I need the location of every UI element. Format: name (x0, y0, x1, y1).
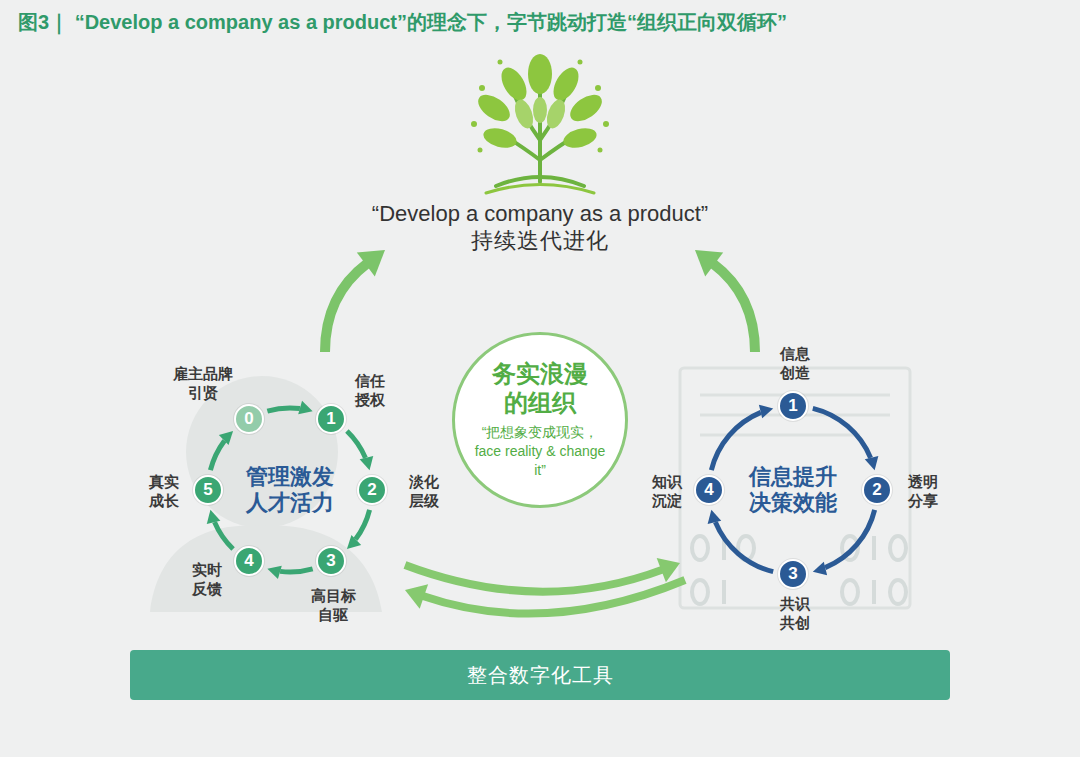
binary-pattern (692, 536, 906, 604)
connector (347, 510, 370, 549)
cycle-arc (356, 510, 370, 539)
step-number: 3 (788, 564, 797, 584)
step-label: 共识共创 (779, 595, 811, 633)
arrow-head (695, 250, 723, 276)
hub-text: 管理激发人才活力 (244, 464, 336, 517)
arrow-head (357, 250, 385, 276)
step-circle: 4实时反馈 (234, 546, 264, 576)
step-label: 透明分享 (907, 473, 939, 511)
cycle-arc (711, 412, 760, 470)
arrow-head (347, 535, 361, 549)
arrow-head (298, 401, 312, 414)
cycle-arc (210, 441, 224, 470)
step-label: 雇主品牌引贤 (172, 365, 234, 403)
tree-icon (471, 54, 609, 193)
cycle-arc (215, 522, 234, 549)
step-circle: 4知识沉淀 (694, 475, 724, 505)
bar-text: 整合数字化工具 (467, 662, 614, 689)
step-label: 淡化层级 (408, 473, 440, 511)
connector (708, 510, 774, 572)
step-label: 真实成长 (148, 473, 180, 511)
connector (267, 566, 312, 579)
connector (325, 250, 385, 352)
cycle-arc (825, 510, 874, 568)
person-silhouette (150, 376, 382, 612)
core-heading: 务实浪漫的组织 (490, 360, 591, 418)
step-label: 实时反馈 (191, 561, 223, 599)
arrow-head (219, 431, 233, 445)
step-number: 3 (326, 551, 335, 571)
arrow-head (405, 584, 428, 609)
step-number: 1 (788, 396, 797, 416)
step-circle: 5真实成长 (193, 475, 223, 505)
arrow-head (360, 456, 374, 470)
goal-node: “Develop a company as a product”持续迭代进化 (372, 201, 708, 256)
step-number: 1 (326, 409, 335, 429)
step-circle: 3共识共创 (778, 559, 808, 589)
step-circle: 1信任授权 (316, 404, 346, 434)
goal-slogan: “Develop a company as a product” (372, 201, 708, 227)
step-circle: 0雇主品牌引贤 (234, 404, 264, 434)
step-label: 高目标自驱 (310, 587, 357, 625)
arrow-head (207, 510, 221, 524)
cycle-arc (715, 522, 773, 571)
arrow-head (759, 405, 773, 419)
connector (695, 250, 755, 352)
cycle-hub: 信息提升决策效能 (747, 464, 839, 517)
cycle-arc (267, 408, 300, 411)
connector (347, 431, 373, 470)
document-icon (680, 368, 910, 608)
arrow-head (813, 562, 827, 576)
flow-arrow (713, 263, 755, 352)
flow-arrow (405, 565, 663, 592)
step-number: 4 (244, 551, 253, 571)
connector (405, 580, 685, 614)
step-circle: 1信息创造 (778, 391, 808, 421)
core-circle: 务实浪漫的组织“把想象变成现实，face reality & change it… (452, 332, 628, 508)
connector (813, 510, 875, 576)
flow-arrow (325, 263, 367, 352)
cycle-arc (280, 569, 313, 572)
step-number: 2 (367, 480, 376, 500)
cycle-hub: 管理激发人才活力 (244, 464, 336, 517)
cycle-arc (813, 408, 871, 457)
connector (405, 558, 680, 592)
core-quote: “把想象变成现实，face reality & change it” (470, 423, 610, 480)
hub-text: 信息提升决策效能 (747, 464, 839, 517)
step-number: 5 (203, 480, 212, 500)
step-label: 信任授权 (354, 372, 386, 410)
arrow-head (267, 566, 281, 579)
connector (207, 510, 233, 549)
step-number: 0 (244, 409, 253, 429)
cycle-arc (347, 431, 366, 458)
arrow-head (865, 456, 879, 470)
connector (267, 401, 312, 414)
step-circle: 3高目标自驱 (316, 546, 346, 576)
step-label: 信息创造 (779, 345, 811, 383)
goal-subtitle: 持续迭代进化 (372, 227, 708, 256)
connector (813, 408, 879, 470)
arrow-head (657, 558, 680, 582)
figure-title: 图3｜ “Develop a company as a product”的理念下… (18, 9, 787, 36)
step-label: 知识沉淀 (651, 473, 683, 511)
connector (711, 405, 773, 471)
connector (210, 431, 233, 470)
base-bar: 整合数字化工具 (130, 650, 950, 700)
arrow-head (708, 510, 722, 524)
step-number: 4 (704, 480, 713, 500)
flow-arrow (422, 580, 685, 614)
step-circle: 2透明分享 (862, 475, 892, 505)
step-circle: 2淡化层级 (357, 475, 387, 505)
step-number: 2 (872, 480, 881, 500)
